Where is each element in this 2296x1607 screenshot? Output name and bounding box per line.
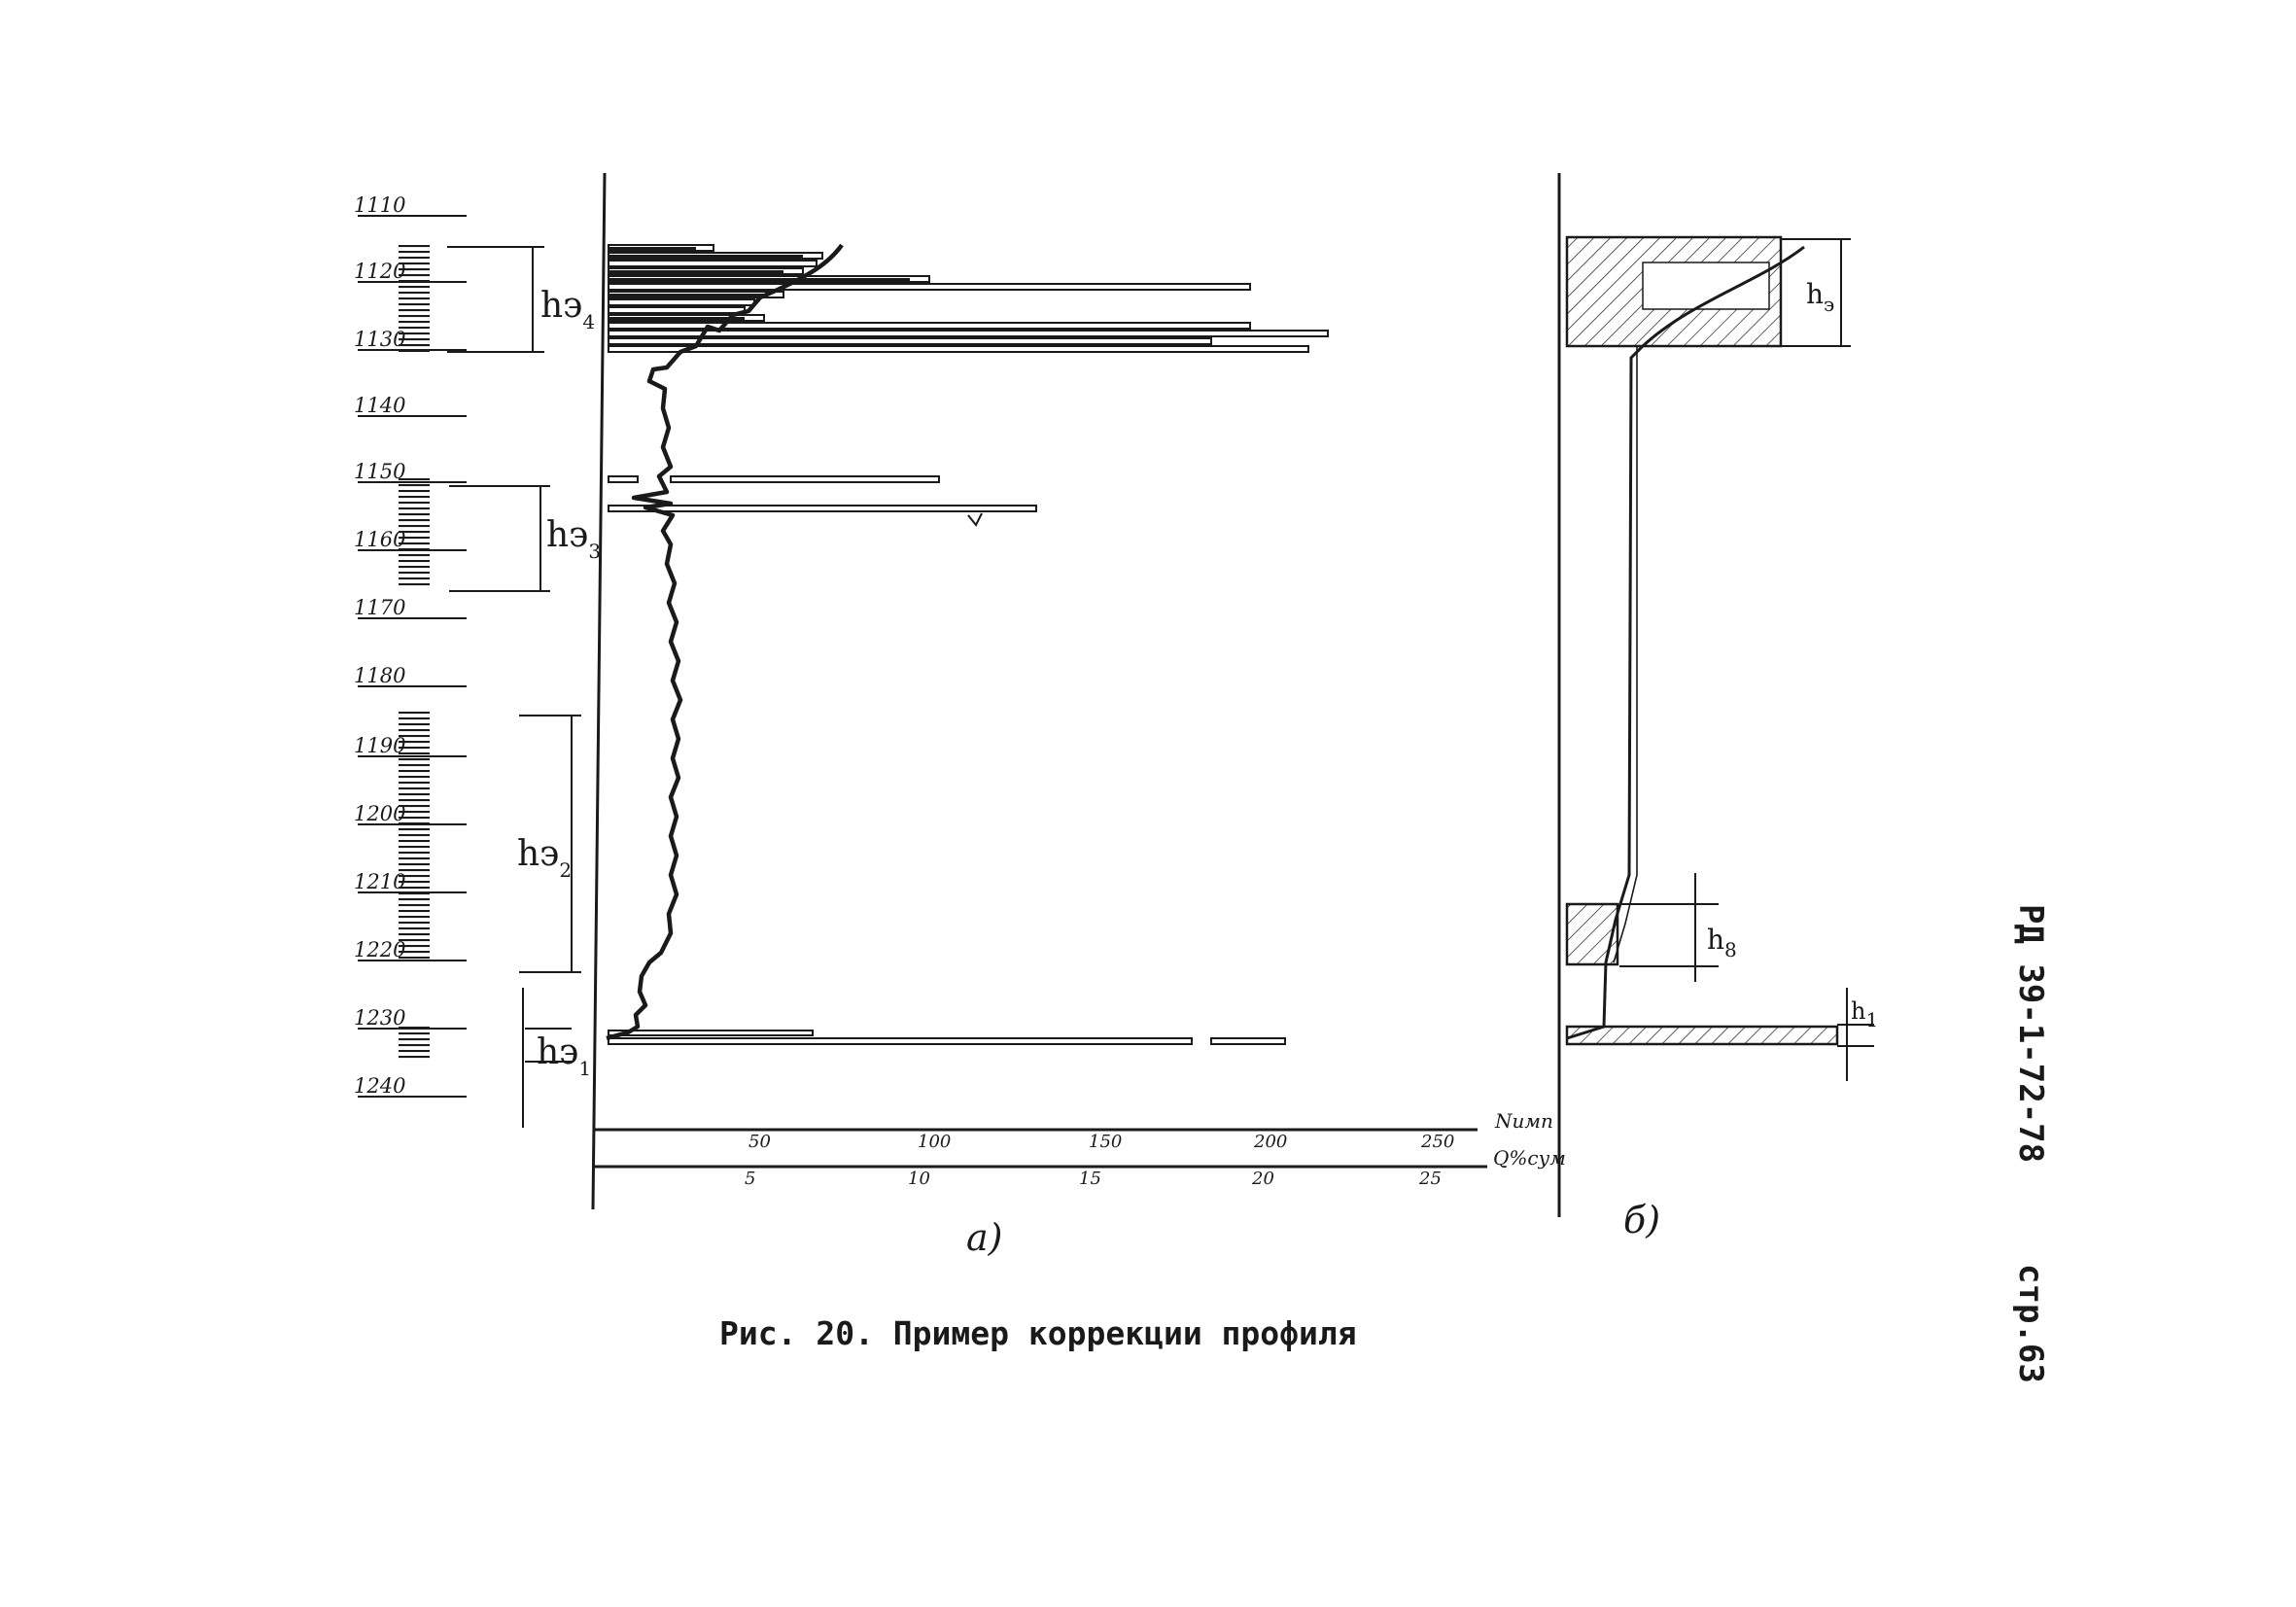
- panel-b-label-h8: h8: [1707, 924, 1737, 961]
- histogram-bars-middle: [608, 475, 1037, 512]
- n-tick-100: 100: [918, 1132, 951, 1152]
- panel-b-label: б): [1623, 1199, 1660, 1241]
- n-tick-250: 250: [1420, 1132, 1454, 1152]
- histogram-bars-top: [608, 244, 1329, 353]
- depth-label-1220: 1220: [354, 938, 405, 961]
- q-tick-20: 20: [1251, 1169, 1274, 1189]
- n-tick-200: 200: [1253, 1132, 1287, 1152]
- zone-label-h4: hэ4: [540, 286, 595, 333]
- panel-b-zone-bottom: [1565, 1025, 1839, 1046]
- panel-b-profile-guide: [1613, 346, 1638, 963]
- panel-b-label-he: hэ: [1806, 278, 1834, 316]
- n-tick-150: 150: [1089, 1132, 1122, 1152]
- panel-a-frame: [591, 172, 1487, 1210]
- depth-label-1190: 1190: [354, 734, 405, 757]
- histogram-bars-top-fill: [609, 247, 910, 320]
- depth-label-1140: 1140: [354, 394, 405, 417]
- depth-label-1210: 1210: [354, 870, 405, 893]
- depth-label-1230: 1230: [354, 1006, 405, 1030]
- depth-label-1150: 1150: [354, 460, 405, 483]
- flow-profile-curve: [606, 243, 844, 1041]
- histogram-bars-bottom: [608, 1030, 1286, 1045]
- depth-label-1240: 1240: [354, 1074, 405, 1098]
- depth-label-1200: 1200: [354, 802, 405, 825]
- depth-label-1110: 1110: [354, 193, 405, 217]
- q-tick-5: 5: [745, 1169, 755, 1189]
- page-number: стр.63: [2011, 1264, 2050, 1383]
- q-tick-15: 15: [1079, 1169, 1101, 1189]
- zone-label-h1: hэ1: [537, 1032, 591, 1080]
- document-code: РД 39-1-72-78: [2011, 904, 2050, 1163]
- lithology-interval-1: [399, 1027, 430, 1060]
- depth-label-1160: 1160: [354, 528, 405, 551]
- lithology-interval-2: [399, 712, 430, 962]
- q-tick-25: 25: [1418, 1169, 1442, 1189]
- figure-caption: Рис. 20. Пример коррекции профиля: [719, 1314, 1357, 1352]
- depth-label-1120: 1120: [354, 260, 405, 283]
- lithology-interval-4: [399, 243, 430, 352]
- depth-scale: 1110 1120 1130 1140 1150 1160 1170 1180 …: [354, 193, 467, 1098]
- panel-b-corrected-profile: [1566, 245, 1805, 1040]
- zone-label-h2: hэ2: [517, 834, 572, 882]
- q-axis-title: Q%сум: [1493, 1146, 1566, 1170]
- panel-b-label-h1: h1: [1851, 997, 1878, 1031]
- histogram-arrow-mark: [967, 512, 983, 527]
- panel-b-zone-middle: [1565, 902, 1619, 966]
- depth-label-1180: 1180: [354, 664, 405, 687]
- lithology-interval-3: [399, 478, 430, 587]
- panel-a-label: а): [966, 1216, 1002, 1259]
- n-axis-title: Nимп: [1494, 1109, 1553, 1133]
- depth-label-1170: 1170: [354, 596, 405, 619]
- thickness-markers-b: [1619, 238, 1874, 1081]
- zone-label-h3: hэ3: [546, 515, 601, 563]
- depth-label-1130: 1130: [354, 328, 405, 351]
- q-tick-10: 10: [908, 1169, 930, 1189]
- n-tick-50: 50: [748, 1132, 771, 1152]
- thickness-markers-a: [447, 246, 581, 1128]
